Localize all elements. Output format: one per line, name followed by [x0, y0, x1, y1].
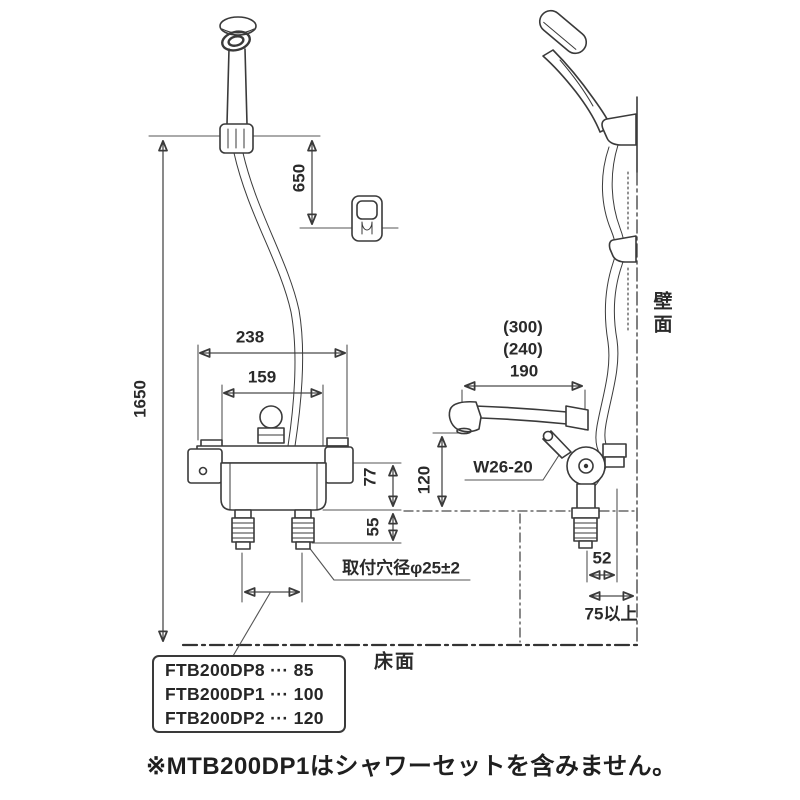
dim-1650-label: 1650: [130, 380, 150, 418]
hook-bracket-upper: [219, 123, 254, 154]
mounting-hole-label: 取付穴径φ25±2: [342, 558, 460, 578]
shower-hose-side: [595, 144, 629, 463]
faucet-side: [448, 400, 627, 549]
dim-190-label: 190: [509, 361, 539, 381]
floor-label: 床面: [373, 651, 417, 673]
front-view: [187, 16, 383, 550]
left-handle: [187, 448, 223, 484]
dim-238-label: 238: [235, 327, 265, 347]
footnote: ※MTB200DP1はシャワーセットを含みません。: [146, 753, 677, 780]
dim-75-label: 75以上: [584, 604, 638, 624]
thread-leader-line: [464, 451, 562, 481]
extension-lines: [148, 135, 618, 603]
reference-lines: [181, 96, 639, 647]
pitch-table-row: FTB200DP1 ··· 100: [165, 684, 324, 704]
dim-300-label: (300): [503, 317, 543, 337]
spout-outlet: [448, 400, 482, 433]
spout-top: [474, 405, 568, 413]
lower-body: [220, 462, 327, 511]
dim-55-label: 55: [363, 517, 383, 537]
pitch-table-row: FTB200DP8 ··· 85: [165, 660, 314, 680]
dim-650-label: 650: [289, 163, 309, 193]
right-leg: [291, 509, 315, 550]
side-view: [448, 9, 637, 549]
dim-240-label: (240): [503, 339, 543, 359]
leg-side: [571, 507, 600, 549]
dim-159-label: 159: [247, 367, 277, 387]
hose-connector: [602, 443, 627, 458]
supply-legs-front: [231, 509, 315, 550]
hole-leader-line: [307, 545, 471, 581]
dimension-lines: [163, 141, 633, 657]
dim-77-label: 77: [360, 467, 380, 487]
diverter-knob: [259, 405, 283, 429]
wall-bracket-lower-side: [608, 235, 637, 263]
wall-bracket-upper-side: [601, 113, 637, 146]
shower-head-front: [219, 16, 257, 125]
pitch-table: FTB200DP8 ··· 85 FTB200DP1 ··· 100 FTB20…: [152, 655, 346, 733]
faucet-front: [187, 405, 354, 511]
right-handle: [324, 446, 354, 484]
shower-hose-front: [233, 152, 304, 447]
left-leg: [231, 509, 255, 550]
hook-bracket-lower: [351, 195, 383, 242]
dim-120-label: 120: [414, 465, 434, 495]
dim-52-label: 52: [592, 548, 612, 568]
spout-bottom: [480, 417, 568, 425]
table-leader-line: [232, 592, 271, 657]
shower-head-side: [538, 9, 612, 133]
wall-label: 壁面: [650, 291, 672, 337]
pitch-table-row: FTB200DP2 ··· 120: [165, 708, 324, 728]
thread-label: W26-20: [473, 457, 533, 477]
